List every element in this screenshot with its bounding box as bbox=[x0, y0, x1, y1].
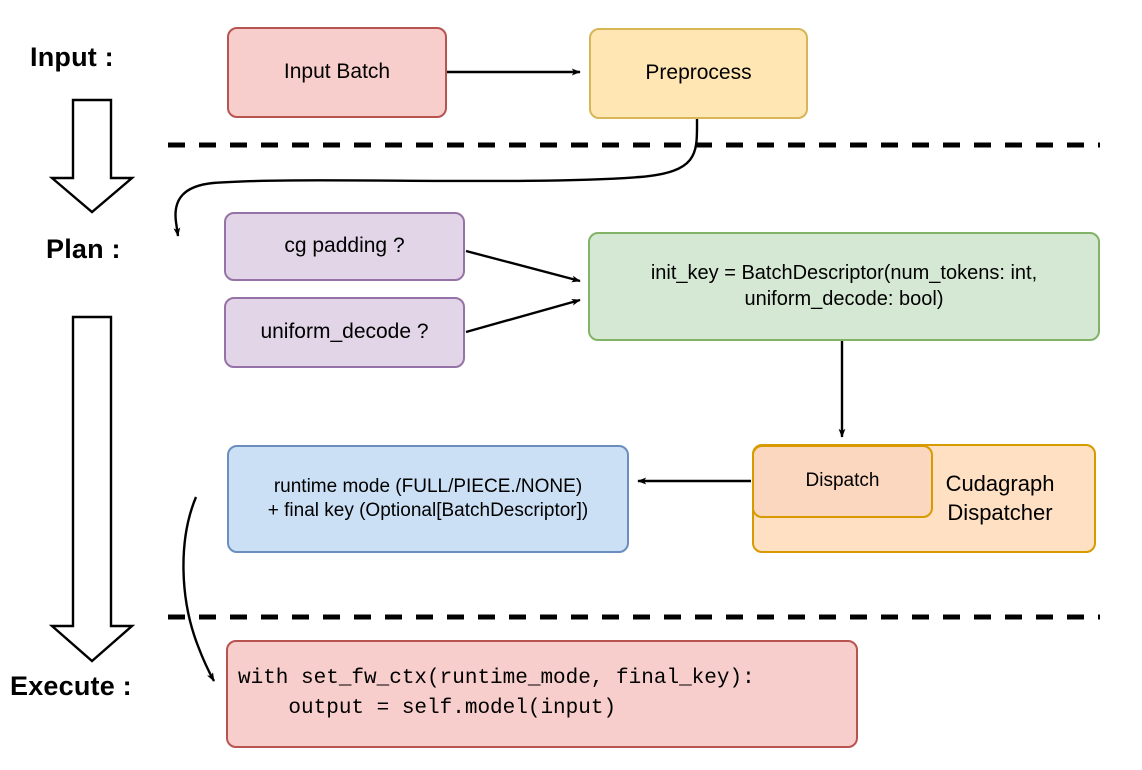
node-cg-padding-label: cg padding ? bbox=[284, 234, 405, 258]
edge-runtime-mode-to-execute-code bbox=[182, 496, 216, 682]
node-execute-code[interactable]: with set_fw_ctx(runtime_mode, final_key)… bbox=[226, 640, 858, 748]
node-execute-code-line-1: with set_fw_ctx(runtime_mode, final_key)… bbox=[238, 666, 755, 690]
node-cg-padding[interactable]: cg padding ? bbox=[224, 212, 465, 281]
node-cudagraph-dispatcher-line-2: Dispatcher bbox=[947, 499, 1053, 525]
node-preprocess-label: Preprocess bbox=[645, 61, 752, 85]
node-runtime-mode-line-2: + final key (Optional[BatchDescriptor]) bbox=[267, 500, 589, 521]
node-uniform-decode-label: uniform_decode ? bbox=[260, 320, 429, 344]
node-runtime-mode-line-1: runtime mode (FULL/PIECE./NONE) bbox=[273, 475, 583, 497]
stage-label-plan: Plan : bbox=[46, 234, 121, 264]
node-execute-code-line-2: output = self.model(input) bbox=[238, 697, 617, 720]
node-input-batch[interactable]: Input Batch bbox=[227, 27, 447, 118]
node-input-batch-label: Input Batch bbox=[283, 60, 391, 84]
node-cudagraph-dispatcher-line-1: Cudagraph bbox=[945, 471, 1055, 497]
node-init-key[interactable]: init_key = BatchDescriptor(num_tokens: i… bbox=[588, 232, 1100, 341]
plan-to-execute-arrow bbox=[48, 315, 136, 663]
node-uniform-decode[interactable]: uniform_decode ? bbox=[224, 297, 465, 368]
stage-label-execute: Execute : bbox=[10, 671, 132, 701]
node-runtime-mode[interactable]: runtime mode (FULL/PIECE./NONE) + final … bbox=[227, 445, 629, 553]
node-dispatch-label: Dispatch bbox=[805, 470, 880, 492]
node-init-key-line-1: init_key = BatchDescriptor(num_tokens: i… bbox=[650, 261, 1038, 284]
edge-uniform-decode-to-init-key bbox=[465, 298, 581, 334]
stage-label-input: Input : bbox=[30, 42, 114, 72]
node-preprocess[interactable]: Preprocess bbox=[589, 28, 808, 119]
input-to-plan-arrow bbox=[48, 98, 136, 214]
edge-cg-padding-to-init-key bbox=[465, 249, 581, 283]
node-init-key-line-2: uniform_decode: bool) bbox=[744, 287, 944, 310]
node-dispatch[interactable]: Dispatch bbox=[752, 445, 933, 518]
